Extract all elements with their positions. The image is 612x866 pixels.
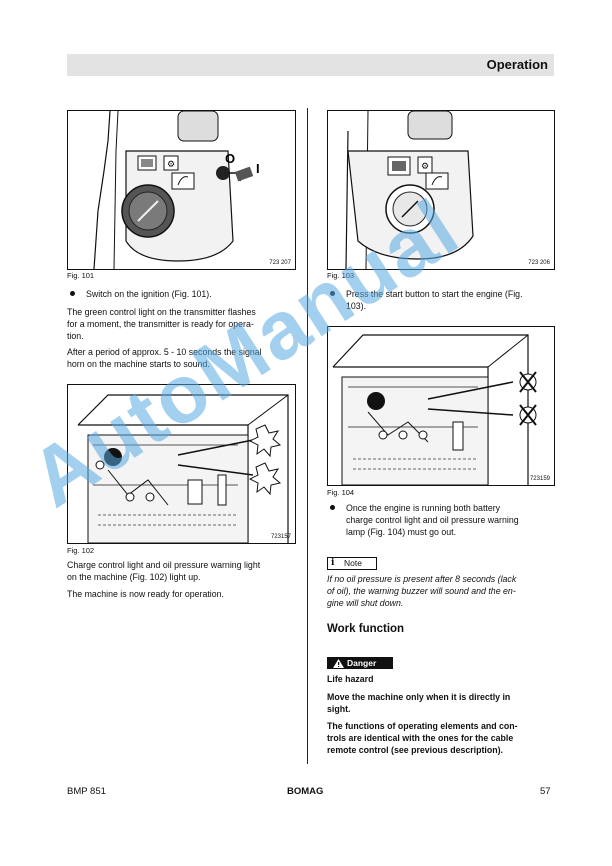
warning-triangle-icon: [333, 659, 344, 668]
note-label-box: i Note: [327, 557, 377, 570]
footer-page-number: 57: [540, 786, 551, 797]
machine-warning-lights-illustration: [77, 394, 289, 543]
danger-line: sight.: [327, 704, 351, 714]
footer-brand: BOMAG: [287, 786, 324, 797]
bullet-line: Press the start button to start the engi…: [346, 289, 523, 299]
bullet-dot: [70, 291, 75, 296]
paragraph: The machine is now ready for operation.: [67, 589, 224, 599]
danger-line: Move the machine only when it is directl…: [327, 692, 511, 702]
figure-caption: Fig. 102: [67, 546, 95, 555]
paragraph: After a period of approx. 5 - 10 seconds…: [67, 346, 297, 370]
figure-103: ⚙ 723 206: [327, 110, 555, 270]
danger-line: The functions of operating elements and …: [327, 721, 518, 731]
paragraph-line: on the machine (Fig. 102) light up.: [67, 572, 201, 582]
paragraph-line: horn on the machine starts to sound.: [67, 359, 210, 369]
work-function-heading: Work function: [327, 623, 405, 635]
svg-text:⚙: ⚙: [421, 162, 429, 172]
life-hazard-text: Life hazard: [327, 674, 374, 684]
machine-lights-off-illustration: [332, 334, 537, 485]
figure-code: 723157: [270, 534, 291, 540]
paragraph-line: tion.: [67, 331, 84, 341]
note-text: If no oil pressure is present after 8 se…: [327, 573, 553, 609]
svg-text:⚙: ⚙: [167, 160, 175, 170]
bullet-dot: [330, 505, 335, 510]
danger-label-box: Danger: [327, 657, 393, 669]
bullet-line: lamp (Fig. 104) must go out.: [346, 527, 457, 537]
transmitter-ignition-illustration: ⚙ O I: [93, 111, 260, 269]
note-line: gine will shut down.: [327, 598, 404, 608]
note-line: of oil), the warning buzzer will sound a…: [327, 586, 516, 596]
figure-caption: Fig. 103: [327, 271, 355, 280]
bullet-text: Switch on the ignition (Fig. 101).: [86, 289, 212, 299]
paragraph-line: for a moment, the transmitter is ready f…: [67, 319, 254, 329]
bullet-text: Once the engine is running both battery …: [346, 502, 519, 538]
paragraph: Charge control light and oil pressure wa…: [67, 559, 302, 583]
figure-caption: Fig. 101: [67, 271, 95, 280]
paragraph: The green control light on the transmitt…: [67, 306, 297, 342]
footer-model: BMP 851: [67, 786, 106, 797]
danger-line: trols are identical with the ones for th…: [327, 733, 514, 743]
switch-off-label: O: [225, 151, 235, 166]
bullet-dot: [330, 291, 335, 296]
danger-paragraph: Move the machine only when it is directl…: [327, 691, 553, 715]
danger-line: remote control (see previous description…: [327, 745, 503, 755]
paragraph-line: The green control light on the transmitt…: [67, 307, 256, 317]
info-icon: i: [331, 558, 335, 568]
paragraph-line: After a period of approx. 5 - 10 seconds…: [67, 347, 262, 357]
transmitter-start-illustration: ⚙: [345, 111, 474, 269]
section-header-bar: Operation: [67, 54, 554, 76]
note-label: Note: [344, 558, 362, 568]
paragraph-line: Charge control light and oil pressure wa…: [67, 560, 261, 570]
bullet-line: Once the engine is running both battery: [346, 503, 501, 513]
figure-code: 723 207: [269, 260, 291, 266]
figure-101: ⚙ O I 723 207: [67, 110, 296, 270]
figure-code: 723 206: [528, 260, 550, 266]
bullet-line: charge control light and oil pressure wa…: [346, 515, 519, 525]
figure-caption: Fig. 104: [327, 488, 355, 497]
bullet-line: 103).: [346, 301, 367, 311]
switch-on-label: I: [256, 161, 260, 176]
note-line: If no oil pressure is present after 8 se…: [327, 574, 517, 584]
bullet-text: Press the start button to start the engi…: [346, 288, 523, 312]
figure-code: 723159: [529, 476, 550, 482]
figure-102: 723157: [67, 384, 296, 544]
column-divider: [307, 108, 308, 764]
section-title: Operation: [486, 57, 548, 72]
figure-104: 723159: [327, 326, 555, 486]
danger-paragraph: The functions of operating elements and …: [327, 720, 553, 756]
danger-label: Danger: [347, 658, 377, 668]
